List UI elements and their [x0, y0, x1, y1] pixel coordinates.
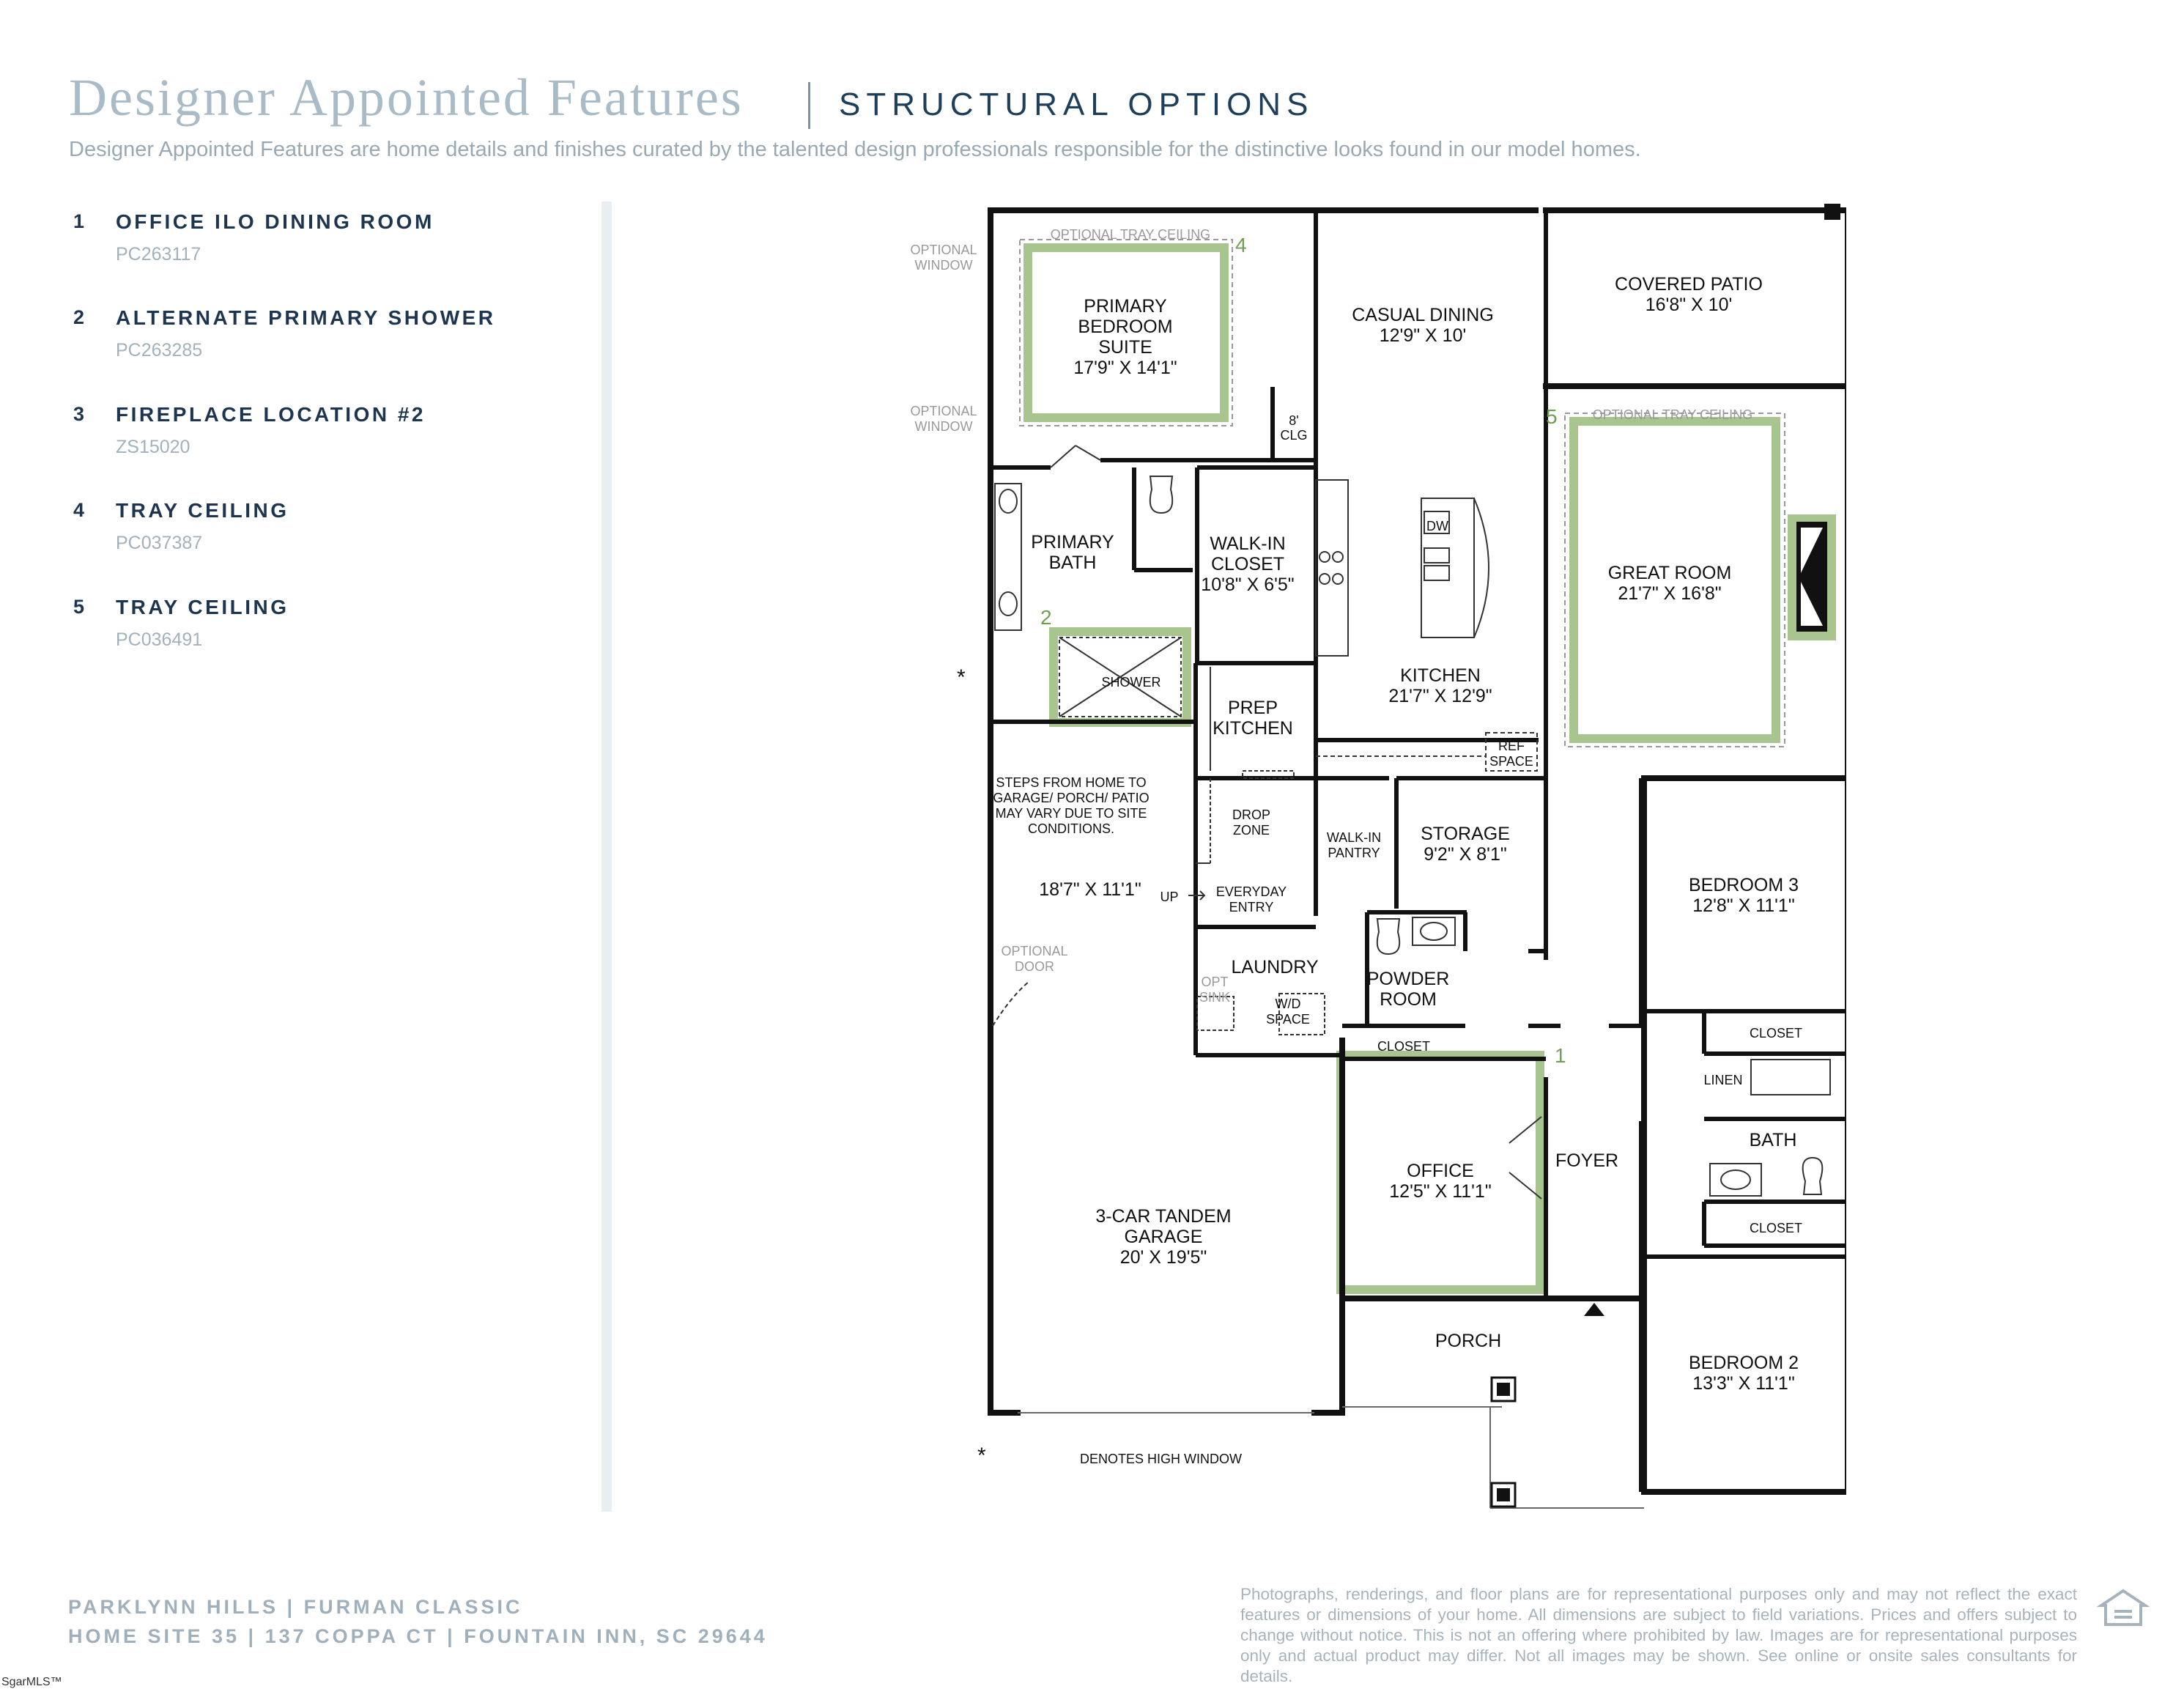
option-number: 1	[73, 210, 85, 232]
exterior-walls	[988, 207, 1846, 1495]
page-title: Designer Appointed Features	[69, 68, 744, 127]
intro-text: Designer Appointed Features are home det…	[69, 138, 1641, 161]
optional-tray-label-5: OPTIONAL TRAY CEILING	[1593, 407, 1752, 422]
columns	[1490, 204, 1840, 1508]
up-arrow-icon	[1188, 890, 1206, 901]
tray-ceiling-highlight-4	[1023, 243, 1229, 422]
outdoor-lines	[1018, 1406, 1644, 1509]
community-line: PARKLYNN HILLS | FURMAN CLASSIC	[68, 1596, 523, 1618]
tray-ceiling-dashes	[1019, 239, 1785, 747]
option-code: PC263117	[116, 244, 201, 265]
option-code: PC037387	[116, 533, 203, 553]
bath-label: BATH	[1750, 1130, 1797, 1150]
option-code: PC263285	[116, 340, 203, 361]
option-highlights	[1023, 243, 1836, 1294]
dw-label: DW	[1426, 519, 1448, 533]
option-number: 4	[73, 499, 85, 521]
tray-ceiling-highlight-5	[1569, 417, 1780, 743]
closet-bedroom-2-label: CLOSET	[1750, 1221, 1802, 1235]
foyer-label: FOYER	[1555, 1150, 1618, 1171]
ceiling-height-label: 8'CLG	[1280, 413, 1307, 443]
option-number: 2	[73, 306, 85, 328]
divider-bar	[601, 202, 612, 1512]
porch-label: PORCH	[1435, 1331, 1501, 1351]
equal-housing-logo	[2097, 1589, 2150, 1626]
optional-tray-label-4: OPTIONAL TRAY CEILING	[1051, 227, 1210, 242]
option-code: ZS15020	[116, 437, 190, 457]
marker-4: 4	[1235, 234, 1247, 256]
marker-1: 1	[1555, 1044, 1566, 1067]
high-window-note: DENOTES HIGH WINDOW	[1080, 1452, 1242, 1466]
marker-2: 2	[1040, 606, 1052, 629]
kitchen-fixtures	[1196, 479, 1538, 864]
option-name: ALTERNATE PRIMARY SHOWER	[116, 306, 496, 329]
option-name: TRAY CEILING	[116, 596, 289, 618]
marker-5: 5	[1546, 405, 1558, 428]
high-window-star: *	[957, 665, 966, 690]
garage-upper-dimension: 18'7" X 11'1"	[1039, 879, 1141, 900]
option-name: OFFICE ILO DINING ROOM	[116, 210, 434, 233]
mls-watermark: SgarMLS™	[1, 1676, 62, 1688]
laundry-label: LAUNDRY	[1231, 957, 1318, 977]
optional-annotations: OPTIONAL TRAY CEILING OPTIONAL TRAY CEIL…	[910, 227, 1752, 1005]
closet-label: CLOSET	[1377, 1039, 1430, 1054]
fireplace-highlight-3	[1788, 514, 1836, 640]
shower-label: SHOWER	[1102, 675, 1161, 690]
interior-walls	[991, 210, 1846, 1492]
disclaimer: Photographs, renderings, and floor plans…	[1240, 1585, 2077, 1685]
high-window-star: *	[977, 1444, 986, 1468]
doors	[992, 445, 1542, 1200]
option-name: TRAY CEILING	[116, 499, 289, 522]
option-name: FIREPLACE LOCATION #2	[116, 403, 426, 426]
up-label: UP	[1160, 890, 1178, 904]
linen-label: LINEN	[1703, 1073, 1742, 1087]
option-number: 3	[73, 403, 85, 425]
option-markers: 1 2 3 4 5	[1040, 234, 1566, 1067]
address-line: HOME SITE 35 | 137 COPPA CT | FOUNTAIN I…	[68, 1625, 768, 1647]
option-code: PC036491	[116, 629, 203, 650]
fireplace-icon	[1796, 522, 1827, 632]
page-subtitle: STRUCTURAL OPTIONS	[839, 86, 1314, 122]
title-divider	[808, 82, 810, 129]
option-number: 5	[73, 596, 85, 618]
closet-bedroom-3-label: CLOSET	[1750, 1026, 1802, 1041]
asterisks: * *	[957, 665, 986, 1468]
bath-fixtures	[994, 476, 1831, 1197]
entry-arrow-icon	[1584, 1303, 1604, 1316]
